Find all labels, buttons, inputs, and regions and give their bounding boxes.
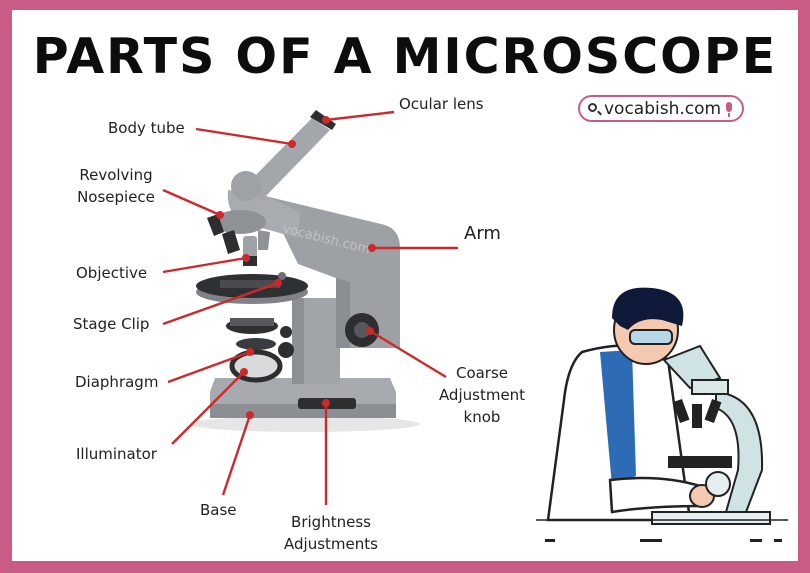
- leader-dots: [216, 116, 376, 419]
- label-diaphragm: Diaphragm: [75, 373, 159, 391]
- label-adjustments: Adjustments: [284, 535, 378, 553]
- label-adjustment: Adjustment: [438, 386, 526, 404]
- label-arm: Arm: [464, 223, 501, 244]
- label-coarse: Coarse: [455, 364, 509, 382]
- arm-part: [265, 196, 400, 348]
- safety-goggles: [629, 329, 673, 345]
- label-nosepiece: Nosepiece: [77, 188, 155, 206]
- label-objective: Objective: [76, 264, 148, 282]
- website-url: vocabish.com: [604, 99, 722, 119]
- website-badge[interactable]: vocabish.com: [578, 95, 744, 122]
- leader-lines: [162, 110, 458, 505]
- page-title: PARTS OF A MICROSCOPE: [32, 28, 778, 85]
- label-base: Base: [200, 501, 237, 519]
- label-illuminator: Illuminator: [76, 445, 157, 463]
- search-icon: [588, 103, 597, 112]
- label-brightness: Brightness: [291, 513, 371, 531]
- blue-shirt: [600, 350, 636, 486]
- scientist-hair: [612, 287, 684, 330]
- stage-clip-part: [278, 272, 286, 280]
- microphone-icon: [726, 102, 732, 117]
- label-body-tube: Body tube: [108, 119, 185, 137]
- microscope-illustration: vocabish.com: [190, 110, 420, 432]
- nosepiece-part: [214, 210, 266, 234]
- scientist-illustration: [536, 287, 788, 542]
- label-revolving: Revolving: [79, 166, 153, 184]
- body-tube-part: [245, 118, 330, 200]
- small-microscope: [651, 344, 771, 525]
- diaphragm-part: [236, 338, 276, 350]
- label-knob: knob: [463, 408, 501, 426]
- label-ocular-lens: Ocular lens: [399, 95, 484, 113]
- label-stage-clip: Stage Clip: [73, 315, 150, 333]
